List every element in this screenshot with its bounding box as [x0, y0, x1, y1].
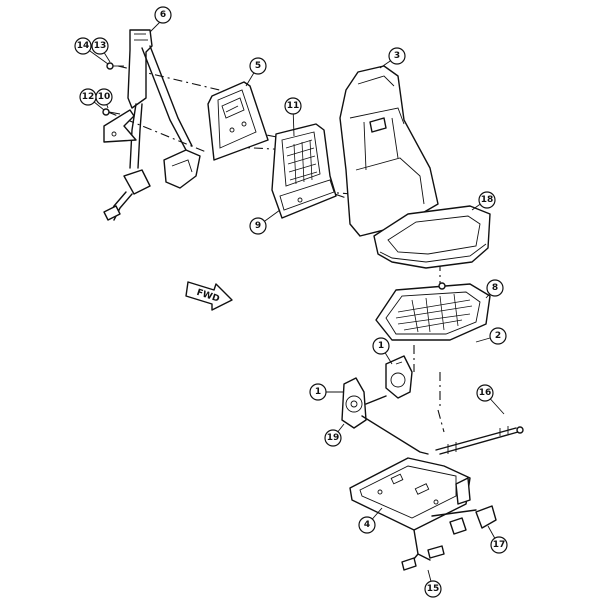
callout-8-label: 8: [492, 283, 498, 293]
callout-2: 2: [489, 327, 507, 345]
callout-4-label: 4: [364, 520, 370, 530]
callout-19-label: 19: [327, 433, 340, 443]
callout-17-label: 17: [493, 540, 506, 550]
callout-9: 9: [249, 217, 267, 235]
callout-16-label: 16: [479, 388, 492, 398]
callout-4: 4: [358, 516, 376, 534]
callout-16: 16: [476, 384, 494, 402]
callout-14-label: 14: [77, 41, 90, 51]
callout-1-lower: 1: [309, 383, 327, 401]
callout-18: 18: [478, 191, 496, 209]
callout-18-label: 18: [481, 195, 494, 205]
callout-6: 6: [154, 6, 172, 24]
callout-15: 15: [424, 580, 442, 598]
seat-back-frame: [271, 123, 337, 219]
recliner-mechanism: [341, 355, 429, 455]
seat-back-panel: [207, 81, 269, 161]
callout-13: 13: [91, 37, 109, 55]
callout-17: 17: [490, 536, 508, 554]
callout-11: 11: [284, 97, 302, 115]
seat-track-base: [349, 457, 497, 571]
seat-bottom-cushion: [373, 205, 491, 269]
seat-back-cushion: [339, 65, 439, 237]
callout-3: 3: [388, 47, 406, 65]
callout-9-label: 9: [255, 221, 261, 231]
callout-1-upper-label: 1: [378, 341, 384, 351]
callout-13-label: 13: [94, 41, 107, 51]
callout-11-label: 11: [287, 101, 300, 111]
callout-14: 14: [74, 37, 92, 55]
callout-15-label: 15: [427, 584, 440, 594]
seat-belt-assembly: [102, 29, 201, 221]
adjuster-rod: [435, 426, 524, 455]
callout-3-label: 3: [394, 51, 400, 61]
callout-10-label: 10: [98, 92, 111, 102]
callout-1-lower-label: 1: [315, 387, 321, 397]
callout-2-label: 2: [495, 331, 501, 341]
callout-8: 8: [486, 279, 504, 297]
callout-5: 5: [249, 57, 267, 75]
callout-12: 12: [79, 88, 97, 106]
callout-10: 10: [95, 88, 113, 106]
callout-12-label: 12: [82, 92, 95, 102]
callout-6-label: 6: [160, 10, 166, 20]
seat-pan-frame: [375, 282, 491, 341]
callout-1-upper: 1: [372, 337, 390, 355]
forward-direction-arrow: FWD: [185, 281, 233, 311]
callout-19: 19: [324, 429, 342, 447]
callout-5-label: 5: [255, 61, 261, 71]
